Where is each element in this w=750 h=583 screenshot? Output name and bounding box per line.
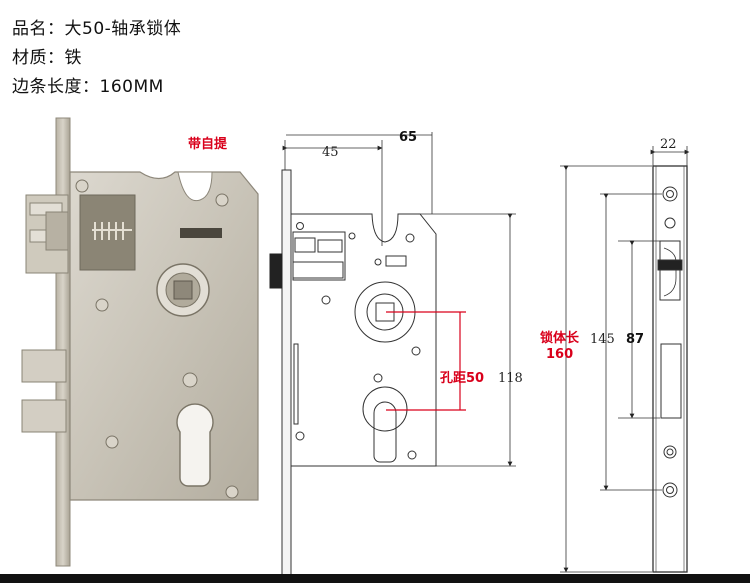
dim-45 — [282, 140, 383, 246]
lock-photo — [21, 117, 259, 567]
dim-87-label: 87 — [626, 332, 644, 347]
material: 材质：铁 — [12, 48, 82, 68]
faceplate-screw-hole — [662, 186, 678, 202]
body-length-label: 锁体长 — [540, 330, 580, 346]
photo-screw — [105, 435, 119, 449]
body-length-value: 160 — [546, 347, 573, 362]
photo-faceplate — [55, 117, 71, 567]
photo-cylinder-hole — [176, 403, 214, 487]
photo-mechanism — [79, 194, 136, 271]
dim-145 — [600, 193, 662, 491]
side-cylinder-hole — [373, 401, 397, 463]
dim-118-label: 118 — [498, 371, 523, 386]
photo-screw — [215, 193, 229, 207]
photo-screw — [225, 485, 239, 499]
hole-spacing-dim — [386, 311, 466, 411]
photo-bolt-top — [21, 349, 67, 383]
side-faceplate — [281, 169, 292, 579]
photo-latch — [25, 194, 69, 274]
edge-length: 边条长度：160MM — [12, 77, 164, 97]
dim-45-label: 45 — [322, 145, 339, 160]
faceplate-latch-opening — [659, 240, 681, 301]
bottom-border — [0, 574, 750, 583]
dim-22 — [650, 146, 690, 166]
faceplate-screw-hole — [662, 482, 678, 498]
photo-screw — [75, 179, 89, 193]
side-view-drawing — [269, 169, 437, 579]
dim-65-label: 65 — [399, 130, 417, 145]
dim-87 — [618, 240, 660, 419]
dim-65 — [286, 132, 433, 214]
faceplate-outline — [652, 165, 688, 573]
dim-145-label: 145 — [590, 332, 615, 347]
photo-screw — [95, 298, 109, 312]
faceplate-drawing — [652, 165, 688, 573]
photo-screw — [182, 372, 198, 388]
self-lift-label: 带自提 — [188, 136, 228, 152]
hole-spacing-label: 孔距50 — [440, 371, 484, 386]
dim-160 — [560, 165, 652, 573]
dim-22-label: 22 — [660, 137, 677, 152]
side-case — [291, 213, 437, 467]
faceplate-bolt-opening — [660, 343, 682, 419]
dim-118 — [418, 213, 516, 467]
product-name: 品名：大50-轴承锁体 — [12, 19, 182, 39]
photo-bolt-bottom — [21, 399, 67, 433]
